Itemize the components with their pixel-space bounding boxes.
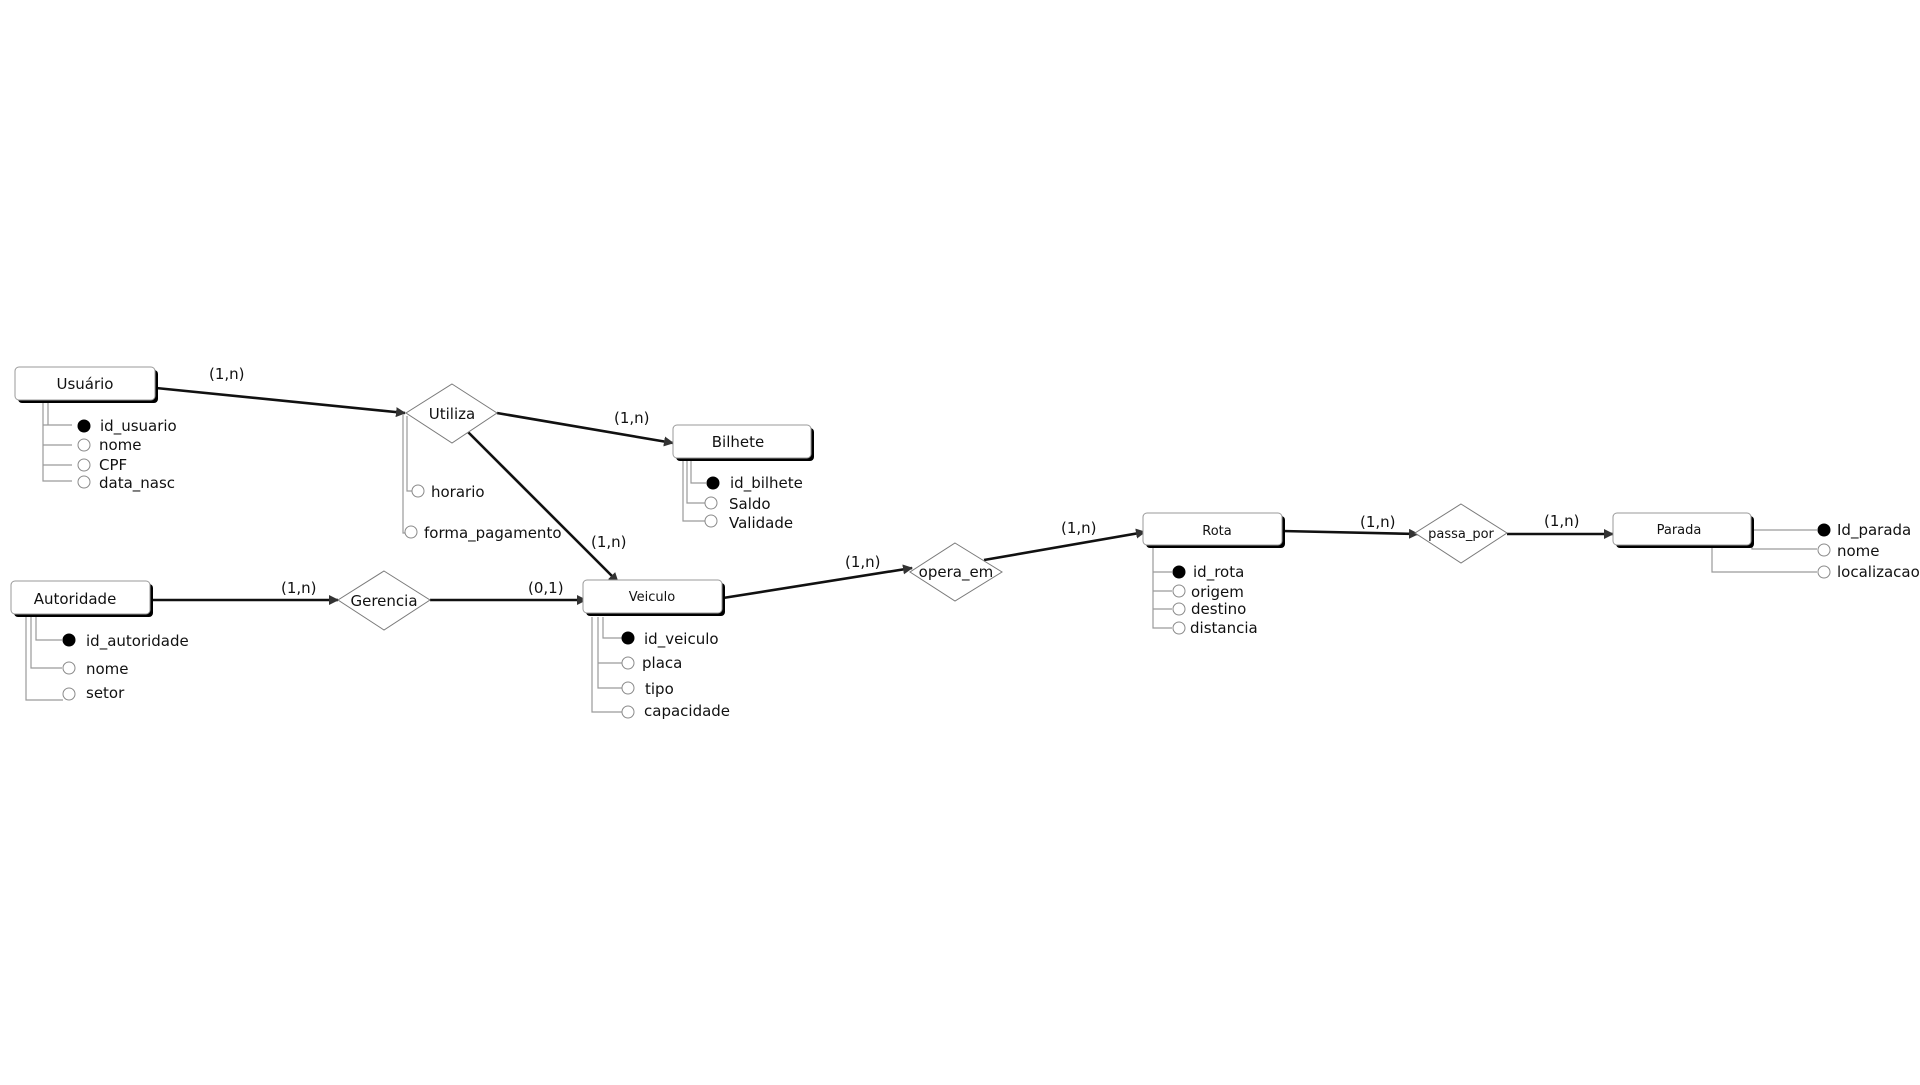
attribute-label: id_bilhete — [730, 474, 803, 493]
relationship-opera-em-name: opera_em — [919, 563, 994, 582]
attribute-label: localizacao — [1837, 563, 1920, 581]
line-utiliza-bilhete — [496, 411, 674, 447]
attribute-marker-icon — [1172, 621, 1186, 635]
attributes-veiculo: id_veiculo placa tipo capacidade — [621, 630, 730, 720]
attribute-label: CPF — [99, 456, 127, 474]
entity-usuario-name: Usuário — [56, 375, 113, 393]
connectors — [151, 386, 1614, 605]
attributes-bilhete: id_bilhete Saldo Validade — [704, 474, 803, 532]
card-utiliza-bilhete: (1,n) — [614, 409, 650, 427]
attribute-label: id_rota — [1193, 563, 1244, 582]
attribute-label: capacidade — [644, 702, 730, 720]
entity-usuario[interactable]: Usuário — [14, 366, 158, 403]
card-veiculo-opera-em: (1,n) — [845, 553, 881, 571]
attribute-marker-icon — [621, 705, 635, 719]
relationship-passa-por-name: passa_por — [1428, 527, 1494, 542]
attribute-label: origem — [1191, 583, 1244, 601]
attributes-rota: id_rota origem destino distancia — [1172, 563, 1258, 637]
relationship-utiliza[interactable]: Utiliza — [405, 383, 498, 444]
attribute-marker-icon — [77, 438, 91, 452]
attribute-label: distancia — [1190, 619, 1258, 637]
line-opera-em-rota — [983, 528, 1146, 562]
line-veiculo-opera-em — [722, 564, 913, 600]
cardinality-labels: (1,n) (1,n) (1,n) (1,n) (0,1) (1,n) (1,n… — [209, 365, 1580, 597]
attribute-label: Saldo — [729, 495, 771, 513]
card-gerencia-veiculo: (0,1) — [528, 579, 564, 597]
attributes-autoridade: id_autoridade nome setor — [62, 632, 189, 702]
attribute-marker-icon — [1817, 565, 1831, 579]
entity-autoridade-name: Autoridade — [34, 590, 117, 608]
line-utiliza-veiculo — [467, 431, 619, 583]
card-passa-por-parada: (1,n) — [1544, 512, 1580, 530]
attribute-label: Id_parada — [1837, 521, 1911, 540]
pk-marker-icon — [77, 419, 91, 433]
entity-bilhete-name: Bilhete — [712, 433, 764, 451]
attribute-label: tipo — [645, 680, 674, 698]
card-rota-passa-por: (1,n) — [1360, 513, 1396, 531]
card-autoridade-gerencia: (1,n) — [281, 579, 317, 597]
relationship-utiliza-name: Utiliza — [429, 405, 475, 423]
entity-veiculo[interactable]: Veiculo — [582, 579, 725, 616]
attribute-marker-icon — [704, 496, 718, 510]
attribute-marker-icon — [1172, 602, 1186, 616]
attribute-label: placa — [642, 654, 682, 672]
attribute-label: data_nasc — [99, 474, 175, 493]
attribute-label: id_usuario — [100, 417, 177, 436]
attribute-marker-icon — [404, 525, 418, 539]
attribute-marker-icon — [704, 514, 718, 528]
attribute-marker-icon — [621, 656, 635, 670]
card-usuario-utiliza: (1,n) — [209, 365, 245, 383]
entity-bilhete[interactable]: Bilhete — [672, 424, 814, 461]
pk-marker-icon — [706, 476, 720, 490]
pk-marker-icon — [1817, 523, 1831, 537]
entity-veiculo-name: Veiculo — [629, 590, 675, 605]
entity-autoridade[interactable]: Autoridade — [10, 580, 153, 617]
attribute-label: forma_pagamento — [424, 524, 562, 543]
attributes-utiliza: horario forma_pagamento — [404, 483, 562, 543]
line-usuario-utiliza — [155, 386, 406, 418]
attribute-label: nome — [1837, 542, 1880, 560]
attribute-marker-icon — [1172, 584, 1186, 598]
attribute-label: id_autoridade — [86, 632, 189, 651]
attribute-marker-icon — [77, 475, 91, 489]
relationship-gerencia[interactable]: Gerencia — [337, 570, 431, 631]
attribute-label: destino — [1191, 600, 1246, 618]
attribute-label: Validade — [729, 514, 793, 532]
relationship-passa-por[interactable]: passa_por — [1414, 503, 1508, 564]
attribute-marker-icon — [411, 484, 425, 498]
attributes-parada: Id_parada nome localizacao — [1817, 521, 1920, 581]
pk-marker-icon — [1172, 565, 1186, 579]
attribute-label: id_veiculo — [644, 630, 719, 649]
attributes-usuario: id_usuario nome CPF data_nasc — [77, 417, 177, 493]
relationship-gerencia-name: Gerencia — [350, 592, 417, 610]
entity-rota[interactable]: Rota — [1142, 512, 1285, 548]
attribute-marker-icon — [621, 681, 635, 695]
attribute-trees — [25, 401, 1817, 713]
pk-marker-icon — [62, 633, 76, 647]
entity-rota-name: Rota — [1202, 524, 1231, 539]
attribute-label: nome — [86, 660, 129, 678]
attribute-label: nome — [99, 436, 142, 454]
attribute-marker-icon — [77, 458, 91, 472]
attribute-label: setor — [86, 684, 125, 702]
relationship-opera-em[interactable]: opera_em — [909, 542, 1003, 602]
attribute-marker-icon — [1817, 543, 1831, 557]
entity-parada-name: Parada — [1657, 523, 1702, 538]
attribute-marker-icon — [62, 661, 76, 675]
pk-marker-icon — [621, 631, 635, 645]
attribute-label: horario — [431, 483, 485, 501]
attribute-marker-icon — [62, 687, 76, 701]
card-utiliza-veiculo: (1,n) — [591, 533, 627, 551]
line-rota-passa-por — [1281, 528, 1419, 539]
card-opera-em-rota: (1,n) — [1061, 519, 1097, 537]
entity-parada[interactable]: Parada — [1612, 512, 1754, 548]
